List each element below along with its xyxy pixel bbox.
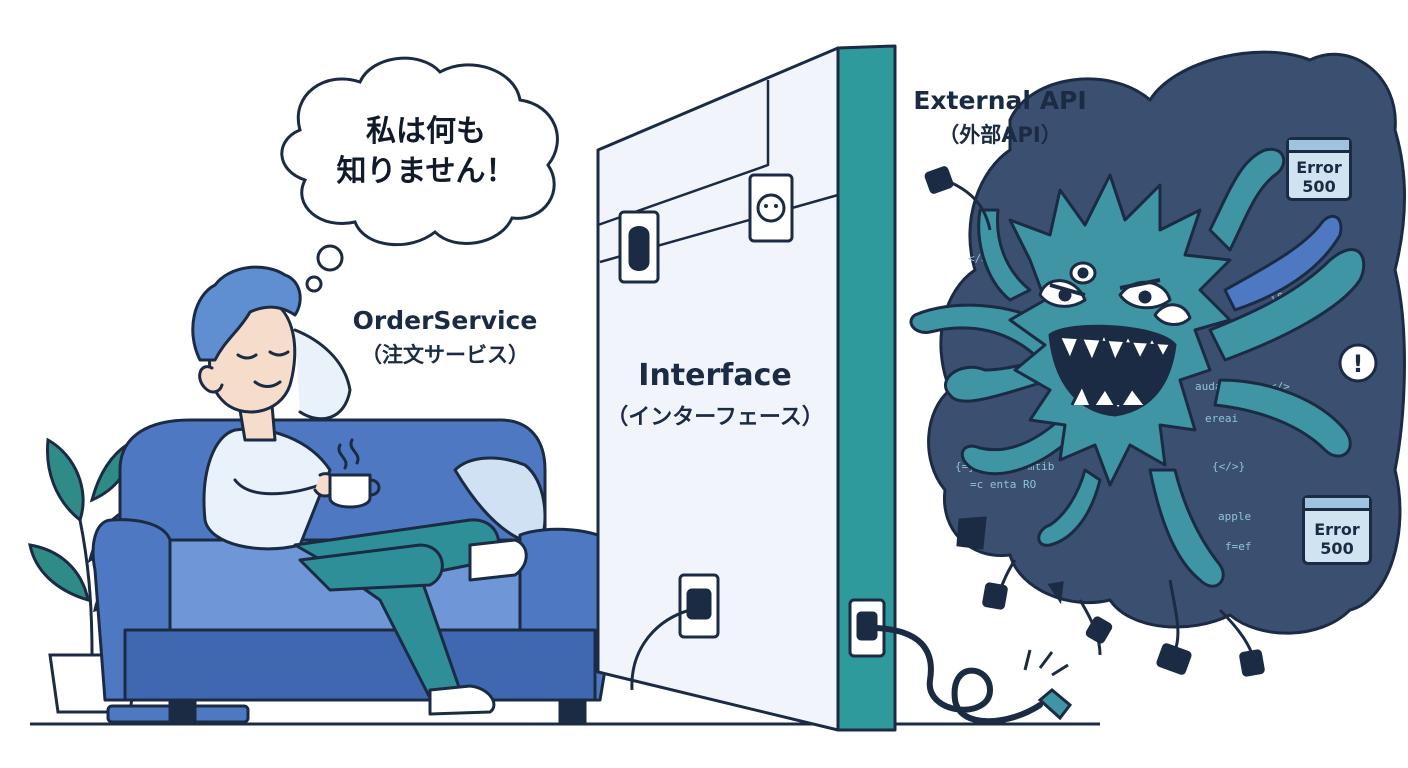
error-badge-title: Error [1296, 158, 1342, 177]
svg-text:=c enta RO: =c enta RO [970, 478, 1036, 491]
tentacles [909, 147, 1366, 588]
outlet-left [618, 210, 660, 284]
svg-text:f=ef: f=ef [1225, 540, 1252, 553]
relaxed-person [191, 265, 528, 716]
thought-line-1: 私は何も [366, 114, 486, 149]
outlet-top [748, 173, 794, 243]
svg-text:{</>}: {</>} [1212, 460, 1245, 473]
order-service-name: OrderService [352, 306, 538, 335]
debris [956, 516, 1064, 605]
dangling-plugs [924, 166, 1265, 677]
interface-label: Interface （インターフェース） [600, 358, 830, 431]
order-service-label: OrderService （注文サービス） [330, 306, 560, 369]
order-service-subtitle: （注文サービス） [361, 343, 529, 367]
power-cord-left [630, 608, 691, 691]
broken-plug [1023, 649, 1073, 721]
outlet-bottom [678, 573, 720, 639]
interface-subtitle: （インターフェース） [606, 405, 824, 430]
svg-text:ereai: ereai [1205, 412, 1238, 425]
error-badge-title: Error [1314, 520, 1360, 539]
error-badge: Error 500 [1302, 495, 1372, 565]
thought-bubble [280, 56, 559, 293]
interface-name: Interface [638, 358, 792, 393]
connector-cable [873, 625, 1043, 725]
warning-icon: ! [1338, 343, 1378, 383]
svg-text:apple: apple [1218, 510, 1251, 523]
external-api-subtitle: （外部API） [938, 123, 1062, 147]
external-api-name: External API [913, 86, 1087, 115]
external-api-label: External API （外部API） [895, 86, 1105, 149]
thought-bubble-text: 私は何も 知りません！ [318, 112, 534, 192]
error-badge: Error 500 [1286, 137, 1352, 201]
monster [1008, 173, 1232, 487]
thought-line-2: 知りません！ [336, 154, 516, 189]
error-badge-code: 500 [1320, 539, 1354, 558]
error-badge-code: 500 [1302, 177, 1336, 196]
warning-mark: ! [1353, 350, 1364, 378]
